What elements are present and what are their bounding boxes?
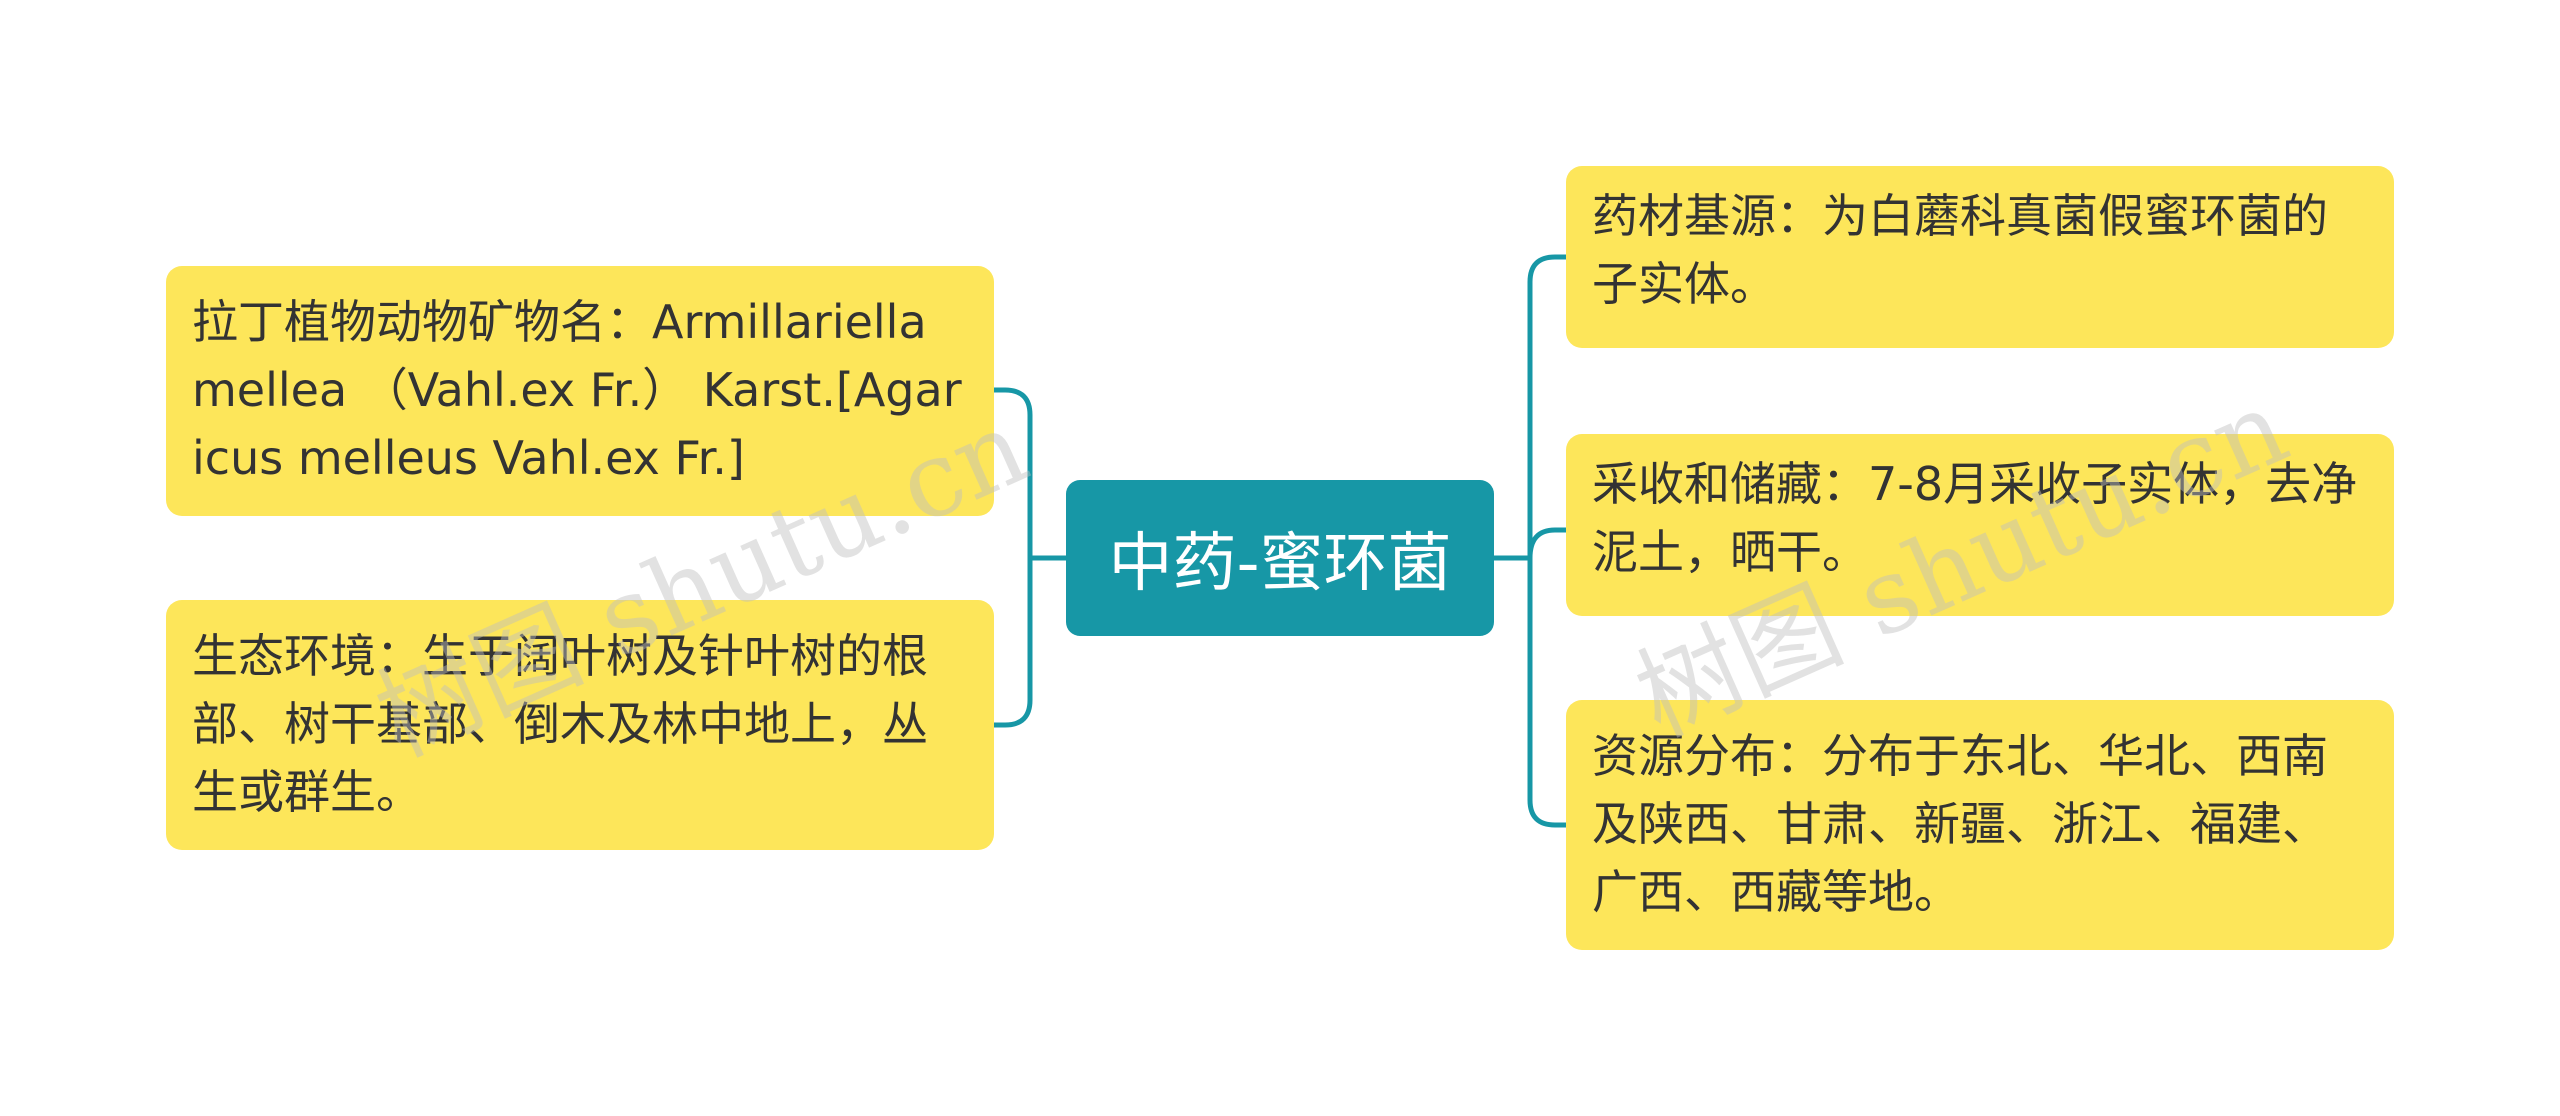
topic-habitat-text: 生态环境：生于阔叶树及针叶树的根部、树干基部、倒木及林中地上，丛生或群生。: [192, 629, 928, 819]
central-topic-label: 中药-蜜环菌: [1108, 527, 1452, 601]
topic-harvest-storage-text: 采收和储藏：7-8月采收子实体，去净泥土，晒干。: [1592, 457, 2358, 579]
connector-left-1: [989, 387, 1033, 561]
topic-distribution[interactable]: 资源分布：分布于东北、华北、西南及陕西、甘肃、新疆、浙江、福建、广西、西藏等地。: [1566, 700, 2394, 950]
connector-right-1: [1527, 254, 1571, 561]
topic-distribution-text: 资源分布：分布于东北、华北、西南及陕西、甘肃、新疆、浙江、福建、广西、西藏等地。: [1592, 729, 2328, 919]
connector-right-3: [1527, 555, 1571, 828]
central-topic[interactable]: 中药-蜜环菌: [1066, 480, 1494, 636]
topic-habitat[interactable]: 生态环境：生于阔叶树及针叶树的根部、树干基部、倒木及林中地上，丛生或群生。: [166, 600, 994, 850]
topic-latin-name-text: 拉丁植物动物矿物名：Armillariella mellea （Vahl.ex …: [192, 295, 962, 485]
topic-harvest-storage[interactable]: 采收和储藏：7-8月采收子实体，去净泥土，晒干。: [1566, 434, 2394, 616]
topic-latin-name[interactable]: 拉丁植物动物矿物名：Armillariella mellea （Vahl.ex …: [166, 266, 994, 516]
topic-source[interactable]: 药材基源：为白蘑科真菌假蜜环菌的子实体。: [1566, 166, 2394, 348]
connector-left-2: [989, 555, 1033, 728]
connector-right-2: [1527, 527, 1571, 561]
topic-source-text: 药材基源：为白蘑科真菌假蜜环菌的子实体。: [1592, 189, 2328, 311]
